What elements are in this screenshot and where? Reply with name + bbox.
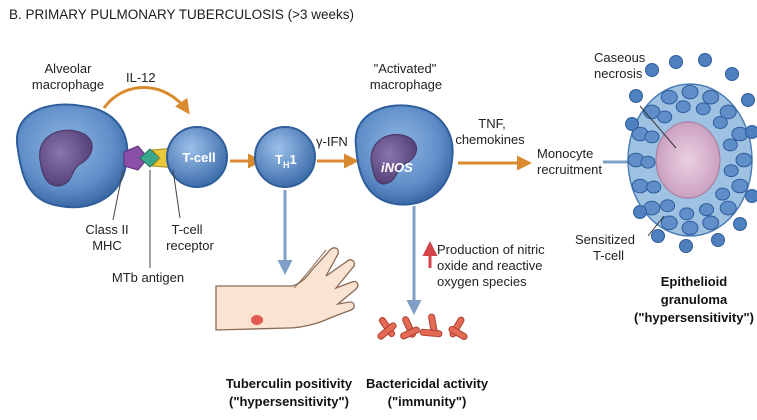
mtb-antigen-label: MTb antigen bbox=[112, 270, 184, 285]
granuloma-cell bbox=[731, 178, 749, 194]
forearm-illustration bbox=[215, 247, 359, 331]
caseous-label-1: Caseous bbox=[594, 50, 646, 65]
granuloma-lymphocyte bbox=[741, 93, 755, 107]
tuberculin-caption-2: ("hypersensitivity") bbox=[229, 394, 349, 409]
th1-label: TH1 bbox=[275, 152, 297, 170]
il12-label: IL-12 bbox=[126, 70, 156, 85]
granuloma-lymphocyte bbox=[745, 189, 757, 203]
production-label-3: oxygen species bbox=[437, 274, 527, 289]
t-cell-label: T-cell bbox=[182, 150, 215, 165]
tnf-label-1: TNF, bbox=[478, 116, 505, 131]
granuloma-lymphocyte bbox=[669, 55, 683, 69]
granuloma-cell bbox=[660, 215, 678, 231]
alveolar-macrophage-label-1: Alveolar bbox=[45, 61, 93, 76]
granuloma-caption-3: ("hypersensitivity") bbox=[634, 310, 754, 325]
granuloma-cell bbox=[723, 164, 739, 178]
caseous-label-2: necrosis bbox=[594, 66, 643, 81]
granuloma-lymphocyte bbox=[733, 217, 747, 231]
granuloma-cell bbox=[702, 215, 720, 231]
granuloma-lymphocyte bbox=[679, 239, 693, 253]
granuloma-cell bbox=[657, 110, 673, 124]
bactericidal-caption-1: Bactericidal activity bbox=[366, 376, 489, 391]
granuloma-caption-1: Epithelioid bbox=[661, 274, 728, 289]
granuloma-cell bbox=[675, 100, 691, 114]
th1-cell bbox=[254, 126, 316, 188]
alveolar-macrophage bbox=[15, 103, 129, 209]
granuloma-lymphocyte bbox=[629, 89, 643, 103]
granuloma-cell bbox=[695, 102, 711, 116]
granuloma-cell bbox=[660, 199, 676, 213]
tnf-label-2: chemokines bbox=[455, 132, 525, 147]
granuloma-cell bbox=[644, 130, 660, 144]
granuloma-caption-2: granuloma bbox=[661, 292, 728, 307]
granuloma-lymphocyte bbox=[745, 125, 757, 139]
sensitized-label-1: Sensitized bbox=[575, 232, 635, 247]
activated-macrophage-label-2: macrophage bbox=[370, 77, 442, 92]
granuloma-lymphocyte bbox=[725, 67, 739, 81]
bactericidal-caption-2: ("immunity") bbox=[388, 394, 467, 409]
monocyte-label-1: Monocyte bbox=[537, 146, 593, 161]
tuberculin-caption-1: Tuberculin positivity bbox=[226, 376, 353, 391]
granuloma-lymphocyte bbox=[645, 63, 659, 77]
sensitized-label-2: T-cell bbox=[593, 248, 624, 263]
tuberculin-spot bbox=[251, 315, 263, 325]
diagram-title: B. PRIMARY PULMONARY TUBERCULOSIS (>3 we… bbox=[9, 7, 354, 22]
class2-mhc-label-1: Class II bbox=[85, 222, 128, 237]
granuloma-cell bbox=[719, 104, 737, 120]
granuloma-cell bbox=[631, 178, 649, 194]
granuloma-lymphocyte bbox=[633, 205, 647, 219]
bacteria-cluster bbox=[377, 313, 468, 340]
alveolar-macrophage-label-2: macrophage bbox=[32, 77, 104, 92]
granuloma-lymphocyte bbox=[625, 117, 639, 131]
granuloma-cell bbox=[702, 89, 720, 105]
granuloma-cell bbox=[660, 89, 678, 105]
granuloma-cell bbox=[681, 84, 699, 100]
t-cell bbox=[166, 126, 228, 188]
activated-macrophage-label-1: "Activated" bbox=[374, 61, 437, 76]
granuloma-lymphocyte bbox=[651, 229, 665, 243]
granuloma-cell bbox=[715, 187, 731, 201]
granuloma-lymphocyte bbox=[698, 53, 712, 67]
tcr-label-1: T-cell bbox=[171, 222, 202, 237]
granuloma-cell bbox=[735, 152, 753, 168]
production-label-1: Production of nitric bbox=[437, 242, 545, 257]
class2-mhc-label-2: MHC bbox=[92, 238, 122, 253]
activated-macrophage bbox=[354, 104, 454, 206]
monocyte-label-2: recruitment bbox=[537, 162, 602, 177]
inos-label: iNOS bbox=[381, 160, 413, 175]
tcr-label-2: receptor bbox=[166, 238, 214, 253]
granuloma-cell bbox=[640, 155, 656, 169]
production-label-2: oxide and reactive bbox=[437, 258, 543, 273]
granuloma-cell bbox=[699, 203, 714, 217]
ifn-label: γ-IFN bbox=[316, 134, 348, 149]
granuloma-cell bbox=[712, 116, 728, 129]
granuloma-cell bbox=[646, 180, 662, 194]
granuloma-lymphocyte bbox=[711, 233, 725, 247]
granuloma-cell bbox=[719, 200, 737, 216]
granuloma-cell bbox=[681, 220, 699, 236]
granuloma-cell bbox=[679, 207, 695, 221]
il12-arrow bbox=[102, 86, 190, 115]
granuloma-cell bbox=[722, 138, 738, 152]
epithelioid-granuloma bbox=[625, 53, 757, 253]
